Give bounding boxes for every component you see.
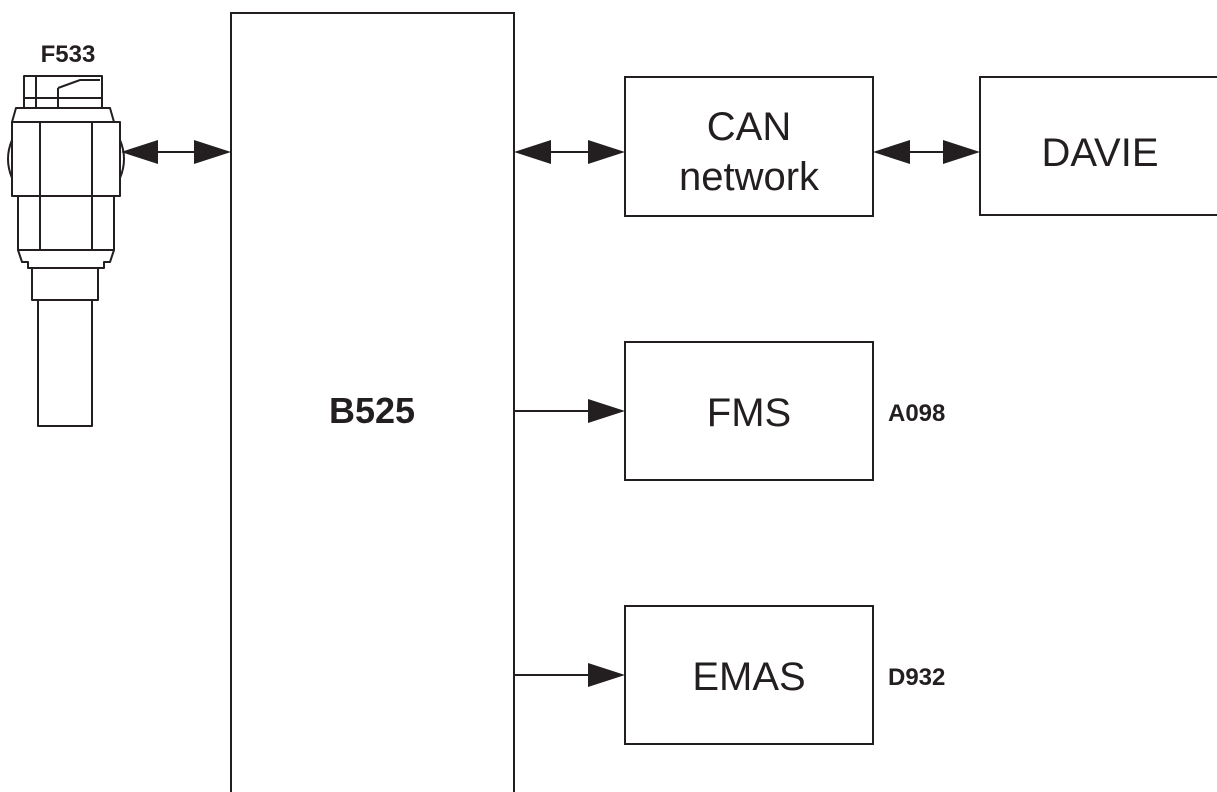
can-network-label-line1: CAN (707, 105, 791, 149)
fms-label: FMS (707, 391, 791, 435)
can-network-block: CAN network (624, 76, 874, 217)
sensor-f533: F533 (7, 41, 125, 427)
controller-label: B525 (329, 390, 415, 431)
fms-block: FMS A098 (624, 341, 945, 481)
emas-block: EMAS D932 (624, 605, 945, 745)
arrow-right-head (588, 140, 625, 164)
emas-label: EMAS (692, 655, 805, 699)
davie-label: DAVIE (1041, 131, 1158, 175)
connector-sensor-controller (121, 140, 231, 164)
arrow-left-head (873, 140, 910, 164)
connector-controller-fms (514, 399, 625, 423)
connector-can-davie (873, 140, 980, 164)
controller-box (230, 12, 515, 792)
arrow-left-head (121, 140, 158, 164)
emas-code-label: D932 (888, 664, 945, 691)
connector-controller-emas (514, 663, 625, 687)
sensor-code-label: F533 (41, 41, 96, 68)
davie-box (979, 76, 1217, 216)
davie-block: DAVIE (979, 76, 1217, 216)
arrow-right-head (588, 399, 625, 423)
controller-b525: B525 (230, 12, 515, 792)
arrow-right-head (943, 140, 980, 164)
fms-box (624, 341, 874, 481)
fms-code-label: A098 (888, 400, 945, 427)
connector-controller-can (514, 140, 625, 164)
arrow-left-head (514, 140, 551, 164)
arrow-right-head (588, 663, 625, 687)
emas-box (624, 605, 874, 745)
sensor-drawing (7, 75, 125, 427)
can-network-label-line2: network (679, 155, 820, 199)
can-network-box (624, 76, 874, 217)
arrow-right-head (194, 140, 231, 164)
